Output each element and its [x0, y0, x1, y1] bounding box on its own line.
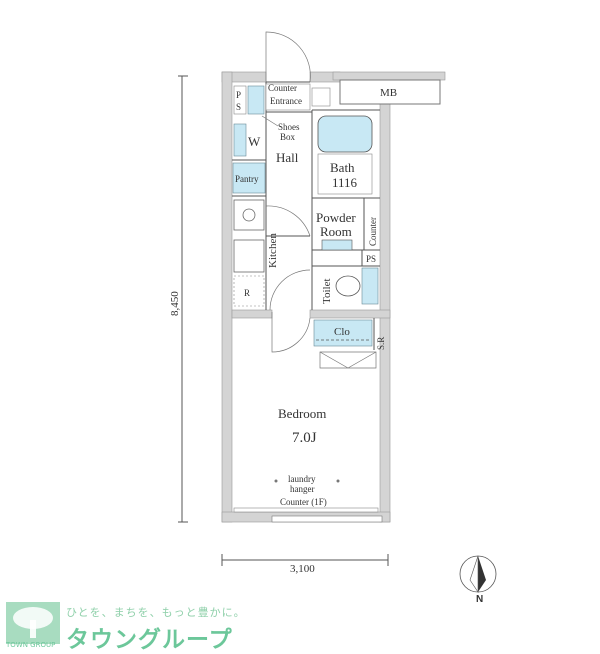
laundry-label: laundry [288, 474, 316, 484]
w-closet [233, 123, 247, 157]
entrance-step [311, 87, 331, 107]
sink [233, 239, 265, 273]
entrance-door[interactable] [265, 31, 311, 83]
room-label: Room [320, 224, 352, 239]
brand-name: タウングループ [66, 627, 233, 653]
bath-label: Bath [330, 160, 355, 175]
box-label: Box [280, 132, 296, 142]
powder-label: Powder [316, 210, 356, 225]
stove [233, 199, 265, 231]
bedroom-label: Bedroom [278, 406, 326, 421]
ps-top-s-label: S [236, 102, 241, 112]
toilet-bowl [335, 275, 361, 297]
entrance-label: Entrance [270, 96, 302, 106]
mb-box: MB [339, 79, 441, 105]
kitchen-door[interactable] [265, 205, 311, 237]
compass-icon [459, 555, 497, 593]
bedroom-size-label: 7.0J [292, 430, 317, 446]
counter-side-label: Counter [368, 217, 378, 246]
width-dimension-label: 3,100 [290, 563, 315, 575]
hall-label: Hall [276, 150, 299, 165]
shoes-cabinet [247, 85, 265, 115]
counter-1f-label: Counter (1F) [280, 497, 327, 507]
shoes-label: Shoes [278, 122, 300, 132]
closet-doors[interactable] [319, 351, 377, 369]
hanger-label: hanger [290, 484, 315, 494]
brand-tagline: ひとを、まちを、もっと豊かに。 [66, 606, 246, 619]
width-dimension: 3,100 [221, 554, 389, 575]
closet [313, 319, 373, 347]
height-dimension: 8,450 [169, 75, 188, 523]
balcony-window [271, 515, 383, 523]
compass-label: N [476, 594, 484, 605]
counter-entrance-label: Counter [268, 83, 297, 93]
window-counter [233, 507, 379, 513]
toilet-tank [361, 267, 379, 305]
bedroom-door[interactable] [271, 312, 311, 353]
brand-sub: TOWN GROUP [6, 641, 56, 649]
washbasin [321, 239, 353, 251]
bathtub [317, 115, 373, 153]
refrigerator-space [233, 275, 265, 307]
r-label: R [244, 288, 250, 298]
height-dimension-label: 8,450 [169, 291, 181, 316]
w-label: W [248, 134, 261, 149]
toilet-label: Toilet [321, 278, 333, 304]
ps-top-p-label: P [236, 90, 241, 100]
ps-mid-label: PS [366, 254, 376, 264]
pantry-label: Pantry [235, 174, 259, 184]
sr-label: S.R [376, 337, 386, 350]
tree-logo-icon [6, 602, 60, 644]
bath-floor [317, 153, 373, 195]
pantry [232, 162, 266, 194]
toilet-door[interactable] [269, 269, 311, 311]
kitchen-label: Kitchen [267, 233, 279, 268]
entrance-area [265, 83, 311, 111]
bath-size-label: 1116 [332, 175, 358, 190]
mb-label: MB [380, 87, 397, 99]
ps-top [233, 85, 247, 115]
clo-label: Clo [334, 326, 350, 338]
floor-plan: MB Counter Entrance P S W Shoes Box Hall… [169, 31, 497, 593]
